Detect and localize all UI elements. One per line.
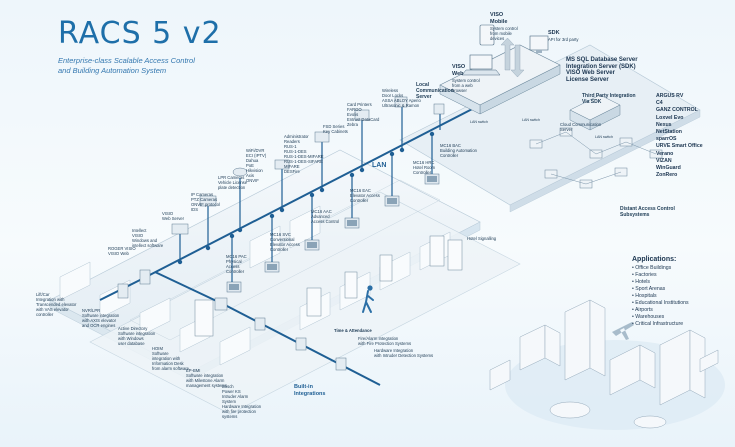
nvr-lpr-label: NVR/LPR Software integration with AXIS e…	[82, 308, 120, 328]
viso-mobile-label: VISO Mobile	[490, 12, 508, 25]
time-attendance-label: Time & Attendance	[334, 328, 372, 333]
vendor-item: Verano	[656, 150, 674, 157]
mc16-eac-unit	[344, 217, 360, 229]
application-item: • Sport Arenas	[632, 286, 666, 292]
viso-web-laptop	[461, 54, 501, 76]
sdk-desc: API for 3rd party	[548, 37, 579, 42]
vendor-item: NetStation	[656, 129, 682, 136]
mc16-eac-label: MC16 EAC Elevator Access Controller	[350, 188, 380, 203]
controller-units	[226, 173, 440, 293]
intellect-label: Intellect VISIO Windows and intellect so…	[132, 228, 164, 248]
fire-integration-label: Fire/Alarm Integration with Fire Protect…	[358, 336, 412, 346]
admin-readers-label: Administrator Readers RUS-1 RUS-1-DES RU…	[284, 134, 324, 174]
active-directory-label: Active Directory Software integration wi…	[118, 326, 156, 346]
airplane-icon	[612, 322, 634, 340]
vendor-list: ARGUS RV C4 GANZ CONTROL Loxvel Evo Nexu…	[656, 93, 703, 179]
vendor-item: VIZAN	[656, 157, 672, 164]
key-cabinets-label: FSD Series Key Cabinets	[323, 124, 348, 134]
page-title: RACS 5 v2	[58, 16, 222, 51]
mc16-svc-label: MC16 SVC Conventional Elevator Access Co…	[270, 232, 300, 252]
sdk-monitor	[529, 35, 549, 53]
lan-switch-label: LAN switch	[470, 120, 488, 124]
mc16-bac-label: MC16 BAC Building Automation Controller	[440, 143, 478, 158]
page-subtitle: Enterprise-class Scalable Access Control…	[58, 56, 248, 76]
application-item: • Factories	[632, 272, 657, 278]
wireless-locks-label: Wireless Door Locks ASSA ABLOY Aperio Ul…	[382, 88, 421, 108]
application-item: • Educational Institutions	[632, 300, 689, 306]
mc16-pac-label: MC16 PAC Physical Access Controller	[226, 254, 247, 274]
vendor-item: sparrOS	[656, 136, 677, 143]
hotel-signalling-label: Hotel Signalling	[467, 236, 497, 241]
wifi-dvr-label: WiFi/DVR ECI (IPTV) Dahua PoE Hikvision …	[246, 148, 267, 183]
application-item: • Airports	[632, 307, 653, 313]
vendor-item: Loxvel Evo	[656, 114, 684, 121]
vendor-item: WinGuard	[656, 165, 681, 172]
lift-integration-label: Lift/Car Integration with Transcended el…	[36, 292, 77, 317]
bosch-label: Bosch Power KS Intruder Alarm System Har…	[222, 384, 262, 419]
sdk-label: SDK	[548, 30, 560, 36]
mc16-svc-unit	[264, 261, 280, 273]
card-printers-label: Card Printers FARGO Evolis Entrust DataC…	[347, 102, 380, 127]
person-figure	[362, 285, 374, 313]
subtitle-line-1: Enterprise-class Scalable Access Control	[58, 56, 195, 65]
hoim-label: HOIM Software integration with Informati…	[152, 346, 189, 371]
application-item: • Hospitals	[632, 293, 657, 299]
vendor-item: C4	[656, 100, 663, 107]
application-item: • Critical Infrastructure	[632, 321, 684, 327]
roger-visio-label: ROGER VISIO VISIO Web	[108, 246, 136, 256]
applications-title: Applications:	[632, 256, 677, 263]
city-skyline	[489, 299, 725, 430]
subtitle-line-2: and Building Automation System	[58, 66, 167, 75]
lan-switch-label: LAN switch	[522, 118, 540, 122]
mc16-hrc-label: MC16 HRC Hotel Room Controller	[413, 160, 436, 175]
ip-cameras-label: IP Cameras PTZ Cameras ONVIF protocol ID…	[191, 192, 220, 212]
viso-web-desc: System control from a web browser	[452, 78, 480, 93]
third-party-label: Third Party Integration Via SDK	[582, 93, 636, 105]
viso-web-label: VISO Web	[452, 64, 466, 77]
application-item: • Hotels	[632, 279, 650, 285]
mc16-bac-unit	[424, 173, 440, 185]
viso-mobile-tablet	[479, 24, 495, 46]
mc16-pac-unit	[226, 281, 242, 293]
intruder-integration-label: Hardware Integration with Intruder Detec…	[374, 348, 434, 358]
local-comm-server-label: Local Communication Server	[416, 82, 454, 100]
mc16-aac-unit	[304, 239, 320, 251]
lpr-cameras-label: LPR Cameras Vehicle License plate detect…	[218, 175, 248, 190]
doors-elevators	[194, 235, 463, 337]
vendor-item: ZonRero	[656, 172, 678, 179]
ep-bmi-label: EP-BMI Software integration with Milesto…	[186, 368, 227, 388]
lan-label: LAN	[372, 162, 387, 169]
visio-web-server-label: VISIO Web Server	[162, 211, 185, 221]
vendor-item: ARGUS RV	[656, 93, 684, 99]
vendor-item: URVE Smart Office	[656, 143, 703, 150]
peripheral-devices	[117, 96, 445, 371]
applications-list: Applications: • Office Buildings • Facto…	[632, 256, 689, 328]
distant-links	[535, 131, 657, 185]
lan-branches	[179, 80, 481, 282]
application-item: • Warehouses	[632, 314, 665, 320]
servers-label: MS SQL Database Server Integration Serve…	[566, 57, 638, 83]
application-item: • Office Buildings	[632, 265, 672, 271]
vendor-item: Nexus	[656, 121, 672, 128]
builtin-integrations-label: Built-in Integrations	[294, 384, 326, 397]
sync-arrows	[500, 37, 525, 78]
lan-switch-label: LAN switch	[595, 135, 613, 139]
distant-label: Distant Access Control Subsystems	[620, 206, 675, 218]
third-party-cube	[569, 94, 621, 131]
lan-bus-nodes	[177, 131, 435, 367]
cloud-comm-label: Cloud Communication Server	[560, 122, 602, 132]
viso-mobile-desc: System control from mobile devices	[490, 26, 518, 41]
vendor-item: GANZ CONTROL	[656, 107, 698, 114]
mc16-aac-label: MC16 AAC Advanced Access Control	[311, 209, 340, 224]
mc16-hrc-unit	[384, 195, 400, 207]
